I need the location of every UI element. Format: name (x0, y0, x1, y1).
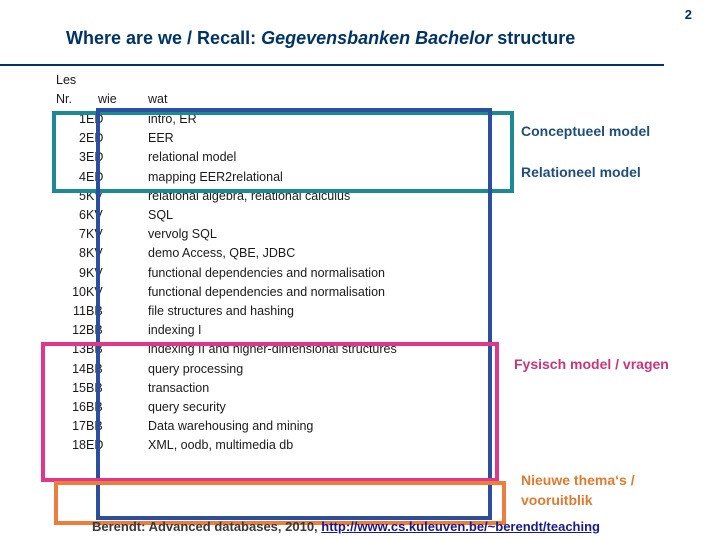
topic: query processing (148, 361, 244, 376)
lesson-number: 3 (79, 150, 86, 165)
lesson-number: 9 (79, 265, 86, 280)
footer-text: Berendt: Advanced databases, 2010, (92, 519, 322, 534)
title-divider (0, 64, 664, 66)
topic: XML, oodb, multimedia db (148, 438, 294, 453)
header-wat: wat (148, 92, 168, 106)
page-number: 2 (684, 7, 692, 22)
topic: transaction (148, 380, 210, 395)
label-relational-model: Relationeel model (521, 164, 641, 180)
lesson-number: 2 (79, 131, 86, 146)
lesson-number: 15 (72, 380, 86, 395)
lesson-number: 4 (79, 169, 86, 184)
label-conceptual-model: Conceptueel model (521, 123, 651, 139)
lesson-number: 18 (72, 438, 86, 453)
lesson-number: 5 (79, 188, 86, 203)
lesson-number: 14 (72, 361, 86, 376)
label-new-themes-line1: Nieuwe thema‘s / (521, 472, 635, 488)
physical-model-frame (41, 342, 499, 482)
topic: file structures and hashing (148, 304, 294, 319)
lesson-number: 8 (79, 246, 86, 261)
title-prefix: Where are we / Recall: (66, 28, 262, 48)
title-italic: Gegevensbanken Bachelor (261, 28, 493, 48)
lesson-number: 17 (72, 419, 86, 434)
new-themes-frame (54, 481, 506, 525)
topic: functional dependencies and normalisatio… (148, 265, 385, 280)
topic: demo Access, QBE, JDBC (148, 246, 296, 261)
footer-link[interactable]: http://www.cs.kuleuven.be/~berendt/teach… (321, 519, 600, 534)
header-les: Les (56, 73, 77, 87)
conceptual-model-frame (52, 111, 514, 193)
lesson-number: 7 (79, 227, 86, 242)
lesson-number: 12 (72, 323, 86, 338)
label-new-themes: Nieuwe thema‘s / vooruitblik (521, 470, 635, 510)
slide-title: Where are we / Recall: Gegevensbanken Ba… (66, 28, 575, 49)
footer: Berendt: Advanced databases, 2010, http:… (92, 519, 600, 534)
topic: intro, ER (148, 112, 197, 126)
topic: EER (148, 131, 174, 146)
lesson-number: 6 (79, 208, 86, 223)
topic: mapping EER2relational (148, 169, 283, 184)
lesson-number: 10 (72, 284, 86, 299)
header-wie: wie (98, 92, 117, 106)
topic: Data warehousing and mining (148, 419, 314, 434)
topic: indexing I (148, 323, 202, 338)
title-suffix: structure (492, 28, 576, 48)
lesson-number: 1 (79, 112, 86, 126)
topic: functional dependencies and normalisatio… (148, 284, 385, 299)
lesson-number: 16 (72, 400, 86, 415)
topic: vervolg SQL (148, 227, 217, 242)
topic: relational model (148, 150, 237, 165)
label-new-themes-line2: vooruitblik (521, 492, 593, 508)
lesson-number: 11 (73, 304, 86, 319)
topic: query security (148, 400, 226, 415)
topic: SQL (148, 208, 174, 223)
header-nr: Nr. (56, 92, 72, 106)
relational-model-frame (96, 108, 492, 520)
label-physical-model: Fysisch model / vragen (514, 356, 669, 372)
